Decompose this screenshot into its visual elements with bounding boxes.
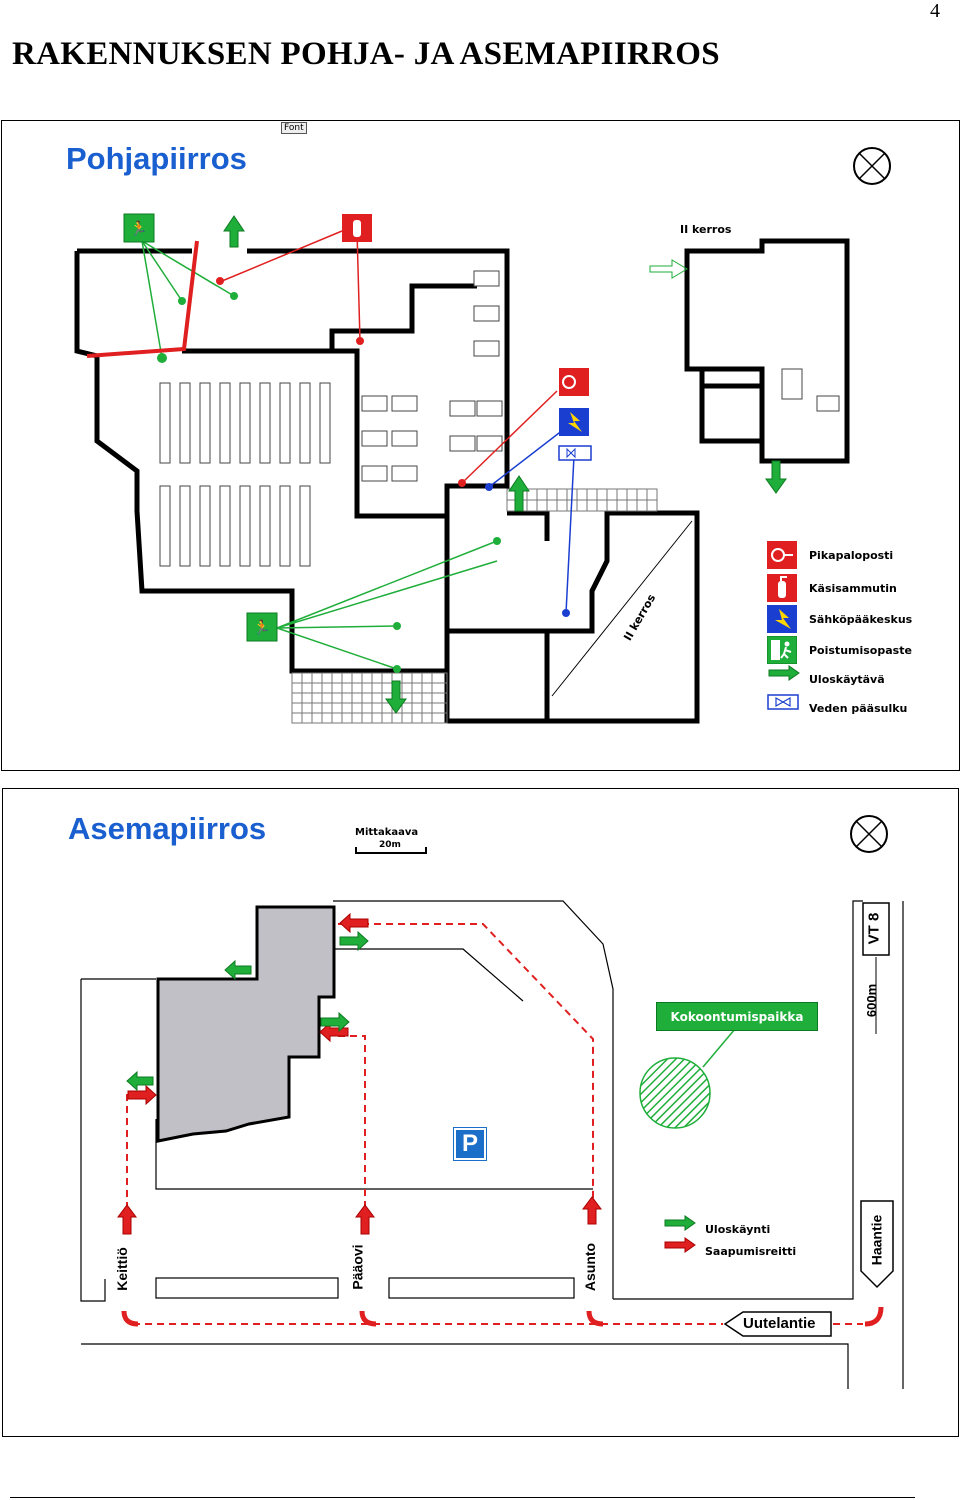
legend-row-water-valve: Veden pääsulku bbox=[767, 694, 907, 722]
legend-row-arrival-route: Saapumisreitti bbox=[663, 1237, 796, 1265]
extinguisher-lines bbox=[221, 230, 558, 484]
second-floor-label: II kerros bbox=[680, 223, 732, 236]
legend-label-fire-hose: Pikapaloposti bbox=[809, 548, 894, 562]
diagonal-wing bbox=[551, 520, 693, 697]
legend-row-exit-route: Uloskäynti bbox=[663, 1215, 770, 1243]
fire-hose-icon bbox=[767, 541, 801, 569]
legend-label-arrival-route: Saapumisreitti bbox=[705, 1244, 797, 1258]
road-haantie-label: Haantie bbox=[868, 1214, 885, 1266]
sign-dots bbox=[157, 277, 570, 673]
arrival-routes bbox=[126, 923, 863, 1325]
plan-sign-icons: 🏃 🏃 bbox=[123, 213, 592, 642]
scale-label: Mittakaava bbox=[355, 827, 419, 838]
entrance-main-label: Pääovi bbox=[349, 1244, 366, 1290]
exit-arrow-icon bbox=[767, 665, 801, 693]
north-compass-icon bbox=[853, 147, 891, 185]
footer-rule bbox=[10, 1497, 915, 1498]
assembly-area bbox=[639, 1028, 736, 1129]
arrival-arrows bbox=[117, 912, 602, 1235]
legend-label-exit-route: Uloskäynti bbox=[705, 1222, 771, 1236]
site-plan-panel: Asemapiirros Mittakaava 20m Kokoontumisp… bbox=[2, 788, 959, 1437]
legend-label-water-valve: Veden pääsulku bbox=[809, 701, 908, 715]
exit-sign-icon bbox=[767, 636, 801, 664]
legend-row-electric: Sähköpääkeskus bbox=[767, 605, 912, 633]
dining-tables bbox=[361, 270, 840, 482]
parking-sign: P bbox=[453, 1127, 487, 1161]
legend-row-exit-sign: Poistumisopaste bbox=[767, 636, 912, 664]
svg-text:🏃: 🏃 bbox=[130, 220, 147, 237]
fire-extinguisher-icon bbox=[767, 574, 801, 602]
legend-label-exit-arrow: Uloskäytävä bbox=[809, 672, 885, 686]
entrance-residence-label: Asunto bbox=[582, 1242, 599, 1292]
scale-value: 20m bbox=[379, 840, 401, 850]
highway-distance-label: 600m bbox=[864, 983, 880, 1018]
entrance-kitchen-label: Keittiö bbox=[113, 1247, 130, 1291]
legend-row-extinguisher: Käsisammutin bbox=[767, 574, 897, 602]
north-compass-icon bbox=[850, 815, 888, 853]
floor-plan-title: Pohjapiirros bbox=[66, 141, 247, 176]
water-valve-icon bbox=[767, 694, 801, 722]
arrival-route-arrow-icon bbox=[663, 1237, 697, 1265]
electric-panel-icon bbox=[767, 605, 801, 633]
exit-arrows bbox=[223, 215, 787, 714]
panel-lines bbox=[488, 422, 575, 614]
turn-arrows bbox=[121, 1306, 884, 1327]
exit-route-arrow-icon bbox=[663, 1215, 697, 1243]
road-uutelantie-label: Uutelantie bbox=[743, 1315, 816, 1332]
svg-text:🏃: 🏃 bbox=[253, 619, 270, 636]
hall-benches bbox=[159, 382, 331, 567]
floor-plan-panel: 🏃 🏃 Font Pohjapiirros II kerros II kerro… bbox=[1, 120, 960, 771]
font-tag: Font bbox=[281, 122, 307, 134]
emergency-route-line bbox=[86, 240, 199, 358]
page-title: RAKENNUKSEN POHJA- JA ASEMAPIIRROS bbox=[12, 36, 720, 72]
legend-row-fire-hose: Pikapaloposti bbox=[767, 541, 893, 569]
legend-label-exit-sign: Poistumisopaste bbox=[809, 643, 912, 657]
building-footprint bbox=[156, 905, 336, 1143]
floor-plan-drawing: 🏃 🏃 bbox=[74, 147, 891, 724]
legend-label-extinguisher: Käsisammutin bbox=[809, 581, 897, 595]
terrace-grid bbox=[291, 488, 658, 724]
site-plan-drawing bbox=[80, 815, 904, 1389]
page-number: 4 bbox=[930, 0, 940, 22]
exit-route-arrows bbox=[126, 930, 369, 1092]
second-floor-walls bbox=[684, 238, 850, 464]
vt8-sign-shape bbox=[862, 902, 890, 956]
exit-sign-lines bbox=[141, 240, 498, 670]
scale-bar bbox=[355, 847, 427, 854]
legend-row-exit-arrow: Uloskäytävä bbox=[767, 665, 885, 693]
site-plan-title: Asemapiirros bbox=[68, 811, 267, 846]
assembly-point-label: Kokoontumispaikka bbox=[656, 1002, 818, 1031]
haantie-sign-shape bbox=[860, 1200, 894, 1289]
site-lines bbox=[80, 900, 904, 1389]
road-vt8-label: VT 8 bbox=[865, 912, 883, 945]
uutelantie-sign-shape bbox=[723, 1311, 832, 1337]
legend-label-electric: Sähköpääkeskus bbox=[809, 612, 913, 626]
